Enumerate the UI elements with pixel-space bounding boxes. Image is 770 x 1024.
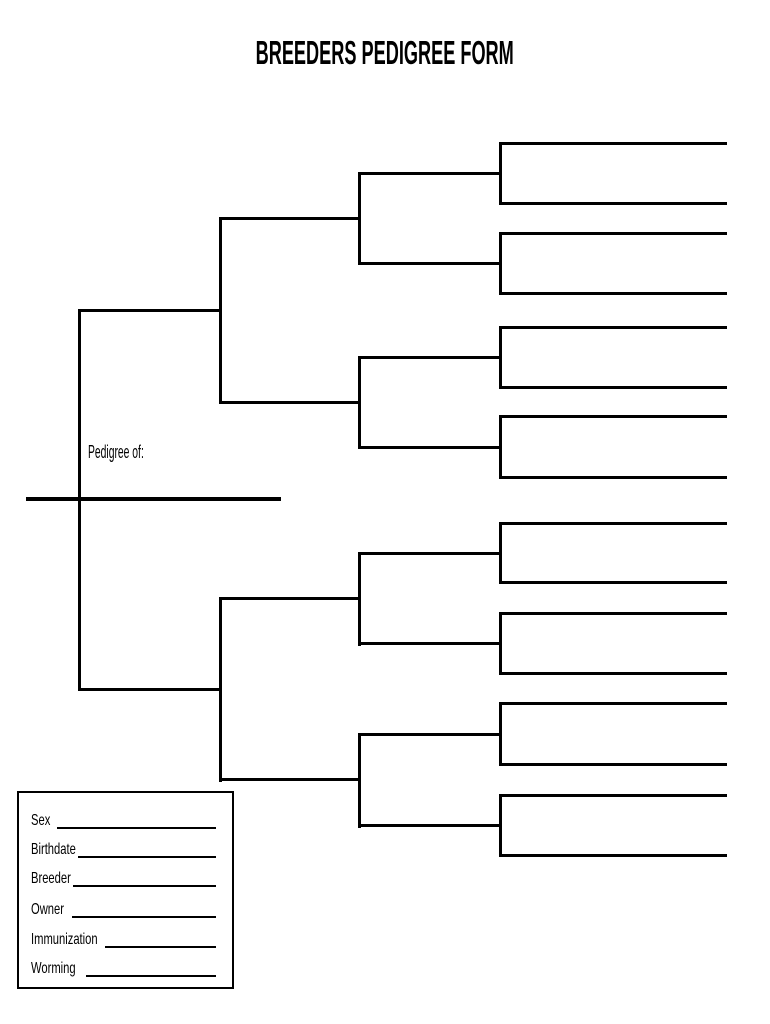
gen5-ancestor-line-11[interactable] [499, 612, 727, 615]
field-label-owner: Owner [31, 901, 64, 918]
subject-name-line[interactable] [26, 497, 281, 501]
gen2-ancestor-line-2[interactable] [78, 688, 220, 691]
gen4-ancestor-line-1[interactable] [358, 172, 500, 175]
page-title: BREEDERS PEDIGREE FORM [255, 34, 515, 71]
gen4-ancestor-line-7[interactable] [358, 733, 500, 736]
gen4-bracket-connector-4 [358, 733, 361, 828]
gen4-ancestor-line-4[interactable] [358, 446, 500, 449]
subject-label: Pedigree of: [88, 442, 144, 462]
gen5-ancestor-line-12[interactable] [499, 672, 727, 675]
gen3-ancestor-line-3[interactable] [219, 597, 359, 600]
gen5-ancestor-line-3[interactable] [499, 232, 727, 235]
gen5-ancestor-line-2[interactable] [499, 202, 727, 205]
gen5-ancestor-line-8[interactable] [499, 476, 727, 479]
gen4-bracket-connector-1 [358, 172, 361, 265]
gen5-ancestor-line-5[interactable] [499, 326, 727, 329]
gen5-bracket-connector-1 [499, 142, 502, 205]
gen4-bracket-connector-2 [358, 356, 361, 449]
gen4-ancestor-line-3[interactable] [358, 356, 500, 359]
field-blank-line-breeder[interactable] [73, 885, 216, 887]
gen4-ancestor-line-5[interactable] [358, 552, 500, 555]
field-blank-line-worming[interactable] [86, 975, 216, 977]
gen2-ancestor-line-1[interactable] [78, 309, 220, 312]
gen4-bracket-connector-3 [358, 552, 361, 646]
gen3-ancestor-line-2[interactable] [219, 401, 359, 404]
gen3-bracket-connector-2 [219, 597, 222, 782]
gen5-bracket-connector-2 [499, 232, 502, 295]
gen4-ancestor-line-8[interactable] [358, 824, 500, 827]
page-title-row: BREEDERS PEDIGREE FORM [0, 36, 770, 69]
gen5-bracket-connector-7 [499, 702, 502, 766]
gen3-ancestor-line-1[interactable] [219, 217, 359, 220]
field-blank-line-immunization[interactable] [105, 946, 216, 948]
gen5-ancestor-line-9[interactable] [499, 522, 727, 525]
field-label-worming: Worming [31, 960, 76, 977]
gen3-ancestor-line-4[interactable] [219, 778, 359, 781]
gen5-bracket-connector-3 [499, 326, 502, 389]
field-blank-line-sex[interactable] [57, 827, 216, 829]
gen5-ancestor-line-6[interactable] [499, 386, 727, 389]
gen5-bracket-connector-6 [499, 612, 502, 675]
gen5-bracket-connector-5 [499, 522, 502, 584]
gen5-ancestor-line-1[interactable] [499, 142, 727, 145]
gen5-ancestor-line-13[interactable] [499, 702, 727, 705]
field-label-sex: Sex [31, 812, 51, 829]
gen5-ancestor-line-7[interactable] [499, 415, 727, 418]
gen4-ancestor-line-2[interactable] [358, 262, 500, 265]
field-blank-line-owner[interactable] [72, 916, 216, 918]
gen5-ancestor-line-16[interactable] [499, 854, 727, 857]
field-blank-line-birthdate[interactable] [78, 856, 216, 858]
field-label-immunization: Immunization [31, 931, 98, 948]
gen5-ancestor-line-4[interactable] [499, 292, 727, 295]
field-label-breeder: Breeder [31, 870, 71, 887]
gen5-ancestor-line-15[interactable] [499, 794, 727, 797]
gen4-ancestor-line-6[interactable] [358, 642, 500, 645]
gen5-ancestor-line-14[interactable] [499, 763, 727, 766]
field-label-birthdate: Birthdate [31, 841, 76, 858]
gen5-ancestor-line-10[interactable] [499, 581, 727, 584]
gen5-bracket-connector-4 [499, 415, 502, 479]
gen5-bracket-connector-8 [499, 794, 502, 857]
gen3-bracket-connector-1 [219, 217, 222, 404]
